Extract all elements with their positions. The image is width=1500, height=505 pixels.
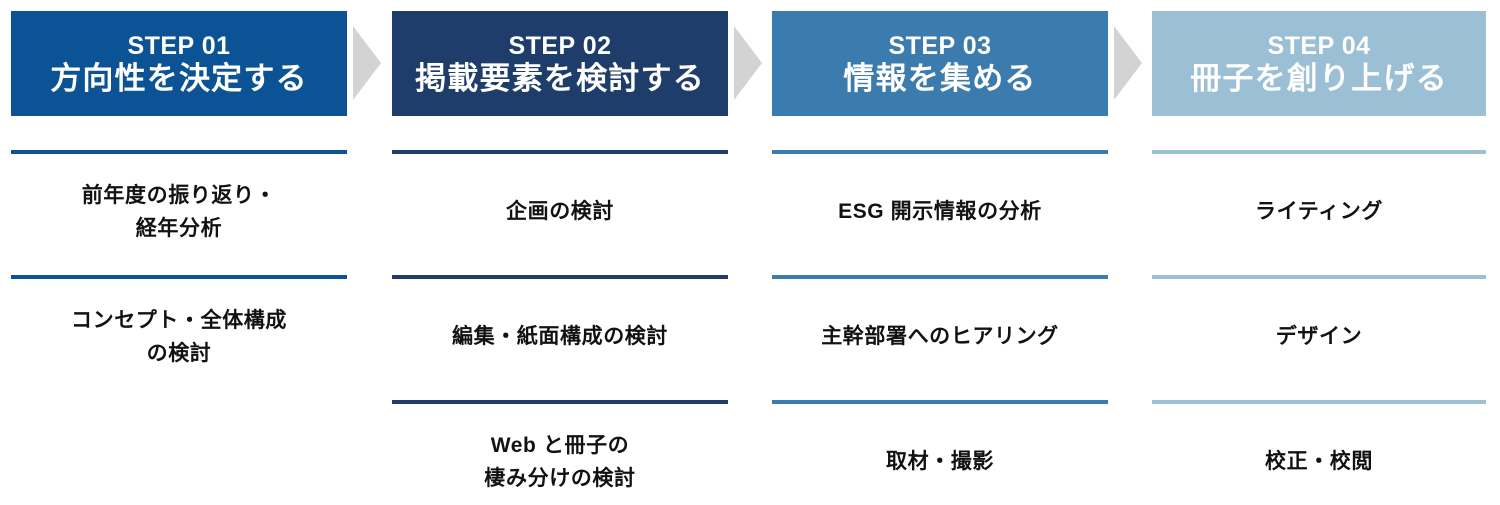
step-number-4: STEP 04 <box>1267 31 1371 60</box>
step-title-3: 情報を集める <box>843 60 1037 96</box>
list-item-label: 編集・紙面構成の検討 <box>452 325 668 349</box>
step-number-3: STEP 03 <box>888 31 992 60</box>
step-title-2: 掲載要素を検討する <box>415 60 705 96</box>
list-item[interactable]: ESG 開示情報の分析 <box>772 150 1108 275</box>
step-number-1: STEP 01 <box>127 31 231 60</box>
item-divider <box>772 150 1108 154</box>
item-divider <box>1152 150 1486 154</box>
list-item[interactable]: Web と冊子の 棲み分けの検討 <box>392 400 728 505</box>
chevron-right-icon <box>353 26 381 100</box>
step-item-list-1: 前年度の振り返り・ 経年分析 コンセプト・全体構成 の検討 <box>11 150 347 400</box>
list-item[interactable]: 取材・撮影 <box>772 400 1108 505</box>
step-item-list-4: ライティング デザイン 校正・校閲 <box>1152 150 1486 505</box>
item-divider <box>11 275 347 279</box>
list-item-label: 主幹部署へのヒアリング <box>821 325 1059 349</box>
chevron-right-icon <box>1114 26 1142 100</box>
item-divider <box>1152 275 1486 279</box>
step-header-2[interactable]: STEP 02 掲載要素を検討する <box>392 11 728 116</box>
step-item-list-3: ESG 開示情報の分析 主幹部署へのヒアリング 取材・撮影 <box>772 150 1108 505</box>
item-divider <box>392 150 728 154</box>
step-number-2: STEP 02 <box>508 31 612 60</box>
list-item[interactable]: 企画の検討 <box>392 150 728 275</box>
item-divider <box>1152 400 1486 404</box>
list-item-label: 校正・校閲 <box>1265 450 1373 474</box>
list-item[interactable]: ライティング <box>1152 150 1486 275</box>
list-item[interactable]: コンセプト・全体構成 の検討 <box>11 275 347 400</box>
step-title-4: 冊子を創り上げる <box>1190 60 1448 96</box>
item-divider <box>392 275 728 279</box>
item-divider <box>772 400 1108 404</box>
list-item[interactable]: 前年度の振り返り・ 経年分析 <box>11 150 347 275</box>
step-item-list-2: 企画の検討 編集・紙面構成の検討 Web と冊子の 棲み分けの検討 <box>392 150 728 505</box>
list-item[interactable]: 主幹部署へのヒアリング <box>772 275 1108 400</box>
step-header-1[interactable]: STEP 01 方向性を決定する <box>11 11 347 116</box>
item-divider <box>772 275 1108 279</box>
step-header-3[interactable]: STEP 03 情報を集める <box>772 11 1108 116</box>
item-divider <box>11 150 347 154</box>
step-column-4: STEP 04 冊子を創り上げる ライティング デザイン 校正・校閲 <box>1152 0 1500 505</box>
step-title-1: 方向性を決定する <box>50 60 308 96</box>
list-item-label: 企画の検討 <box>506 200 614 224</box>
list-item-label: ライティング <box>1255 200 1383 224</box>
chevron-right-icon <box>734 26 762 100</box>
list-item[interactable]: デザイン <box>1152 275 1486 400</box>
list-item[interactable]: 編集・紙面構成の検討 <box>392 275 728 400</box>
list-item-label: 前年度の振り返り・ 経年分析 <box>81 183 277 240</box>
list-item-label: コンセプト・全体構成 の検討 <box>71 308 287 365</box>
step-column-3: STEP 03 情報を集める ESG 開示情報の分析 主幹部署へのヒアリング 取… <box>772 0 1121 505</box>
step-column-2: STEP 02 掲載要素を検討する 企画の検討 編集・紙面構成の検討 Web と… <box>392 0 741 505</box>
list-item-label: ESG 開示情報の分析 <box>838 200 1042 224</box>
list-item-label: Web と冊子の 棲み分けの検討 <box>484 433 636 490</box>
list-item-label: デザイン <box>1275 325 1363 349</box>
item-divider <box>392 400 728 404</box>
step-column-1: STEP 01 方向性を決定する 前年度の振り返り・ 経年分析 コンセプト・全体… <box>11 0 360 505</box>
step-header-4[interactable]: STEP 04 冊子を創り上げる <box>1152 11 1486 116</box>
list-item-label: 取材・撮影 <box>886 450 994 474</box>
list-item[interactable]: 校正・校閲 <box>1152 400 1486 505</box>
